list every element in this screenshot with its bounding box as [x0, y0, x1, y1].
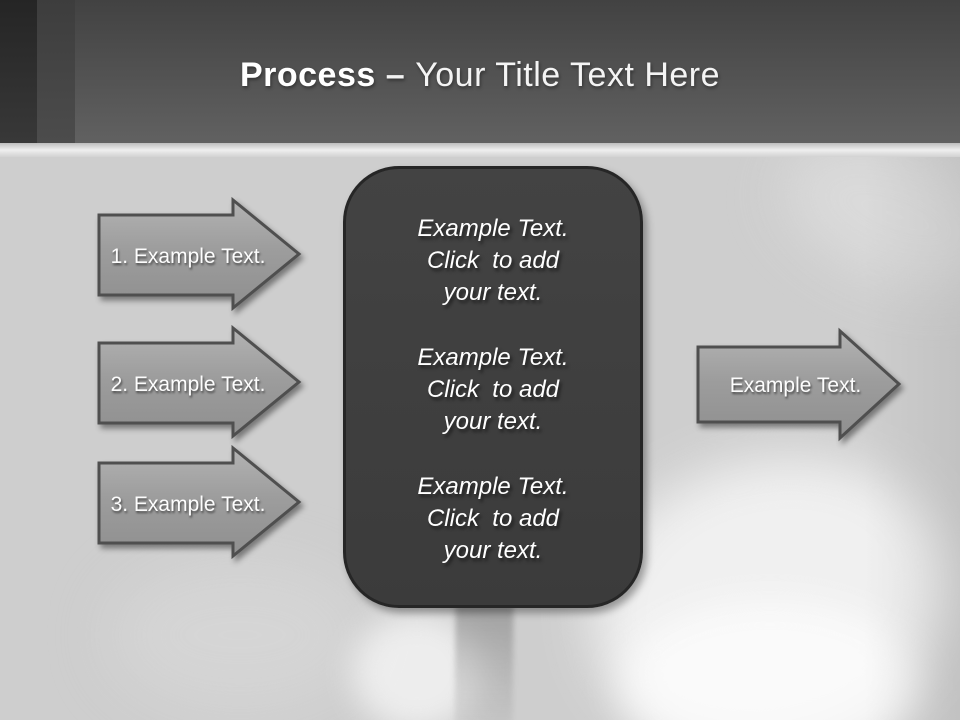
left-accent-band-mid: [37, 0, 75, 143]
process-arrow-step-3[interactable]: 3. Example Text.: [96, 444, 302, 560]
example-text-placeholder[interactable]: Example Text. Click to add your text.: [417, 215, 569, 306]
arrow-label: 3. Example Text.: [110, 493, 266, 516]
right-arrow-shape-icon: [97, 444, 302, 560]
example-text-placeholder[interactable]: Example Text. Click to add your text.: [417, 473, 569, 564]
process-arrow-step-1[interactable]: 1. Example Text.: [96, 196, 302, 312]
title-separator: –: [385, 56, 406, 94]
title-regular-text: Your Title Text Here: [415, 56, 721, 94]
arrow-label: 1. Example Text.: [110, 245, 266, 268]
title-bold-text: Process: [239, 56, 376, 94]
arrow-label: Example Text.: [729, 373, 862, 397]
slide-header: Process – Your Title Text Here: [0, 0, 960, 143]
left-accent-band-dark: [0, 0, 37, 143]
process-arrow-output[interactable]: Example Text.: [695, 327, 902, 442]
right-arrow-shape-icon: [97, 196, 302, 312]
example-text-placeholder[interactable]: Example Text. Click to add your text.: [417, 344, 569, 435]
right-arrow-shape-icon: [97, 324, 302, 440]
center-text-box[interactable]: Example Text. Click to add your text. Ex…: [343, 166, 643, 608]
right-arrow-shape-icon: [696, 327, 902, 442]
process-arrow-step-2[interactable]: 2. Example Text.: [96, 324, 302, 440]
page-title[interactable]: Process – Your Title Text Here: [240, 56, 720, 95]
header-gloss-strip: [0, 143, 960, 157]
arrow-label: 2. Example Text.: [110, 373, 266, 396]
